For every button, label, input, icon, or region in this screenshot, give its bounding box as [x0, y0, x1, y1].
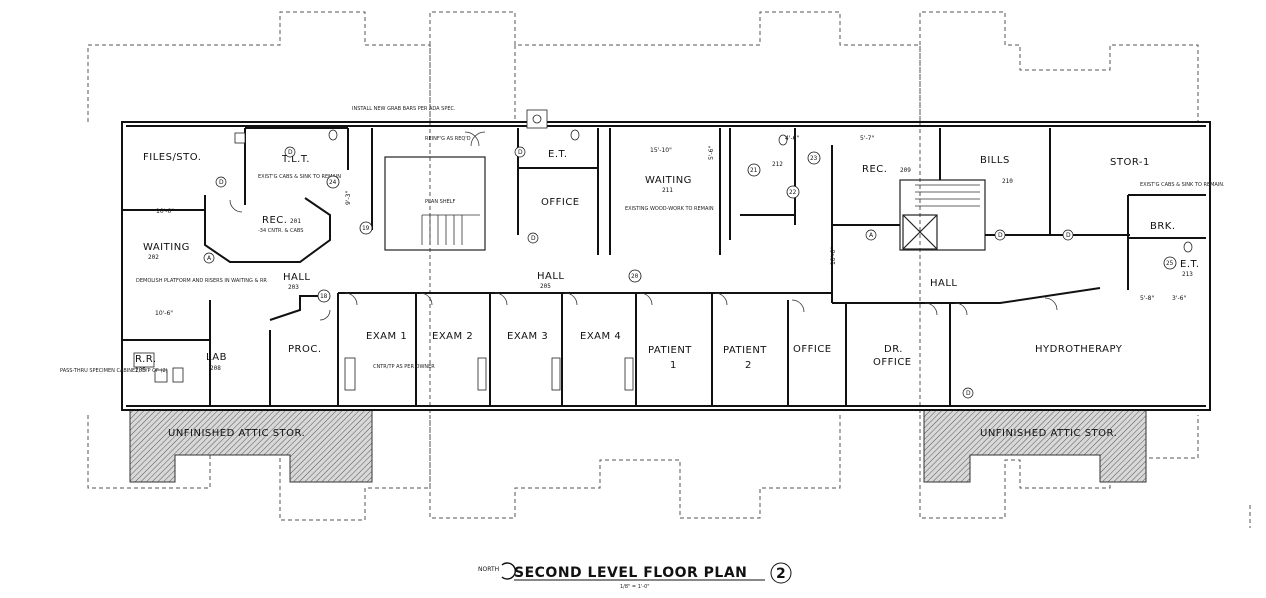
- door-tag: A: [869, 232, 874, 239]
- room-exam-4: EXAM 4: [580, 331, 621, 342]
- room-et-2: E.T.: [1180, 259, 1200, 270]
- marker-label: 20: [631, 273, 639, 280]
- room-waiting-211: WAITING: [645, 175, 692, 186]
- dimension-label: 4'-6": [785, 135, 799, 142]
- room-dr: DR.: [884, 344, 903, 355]
- marker-label: 23: [810, 155, 818, 162]
- dimension-label: 9'-3": [345, 191, 352, 205]
- dimension-label: 10'-0": [156, 208, 174, 215]
- plan-title: SECOND LEVEL FLOOR PLAN: [514, 565, 747, 581]
- room-rec-209-number: 209: [900, 167, 911, 174]
- attic-storage: [129, 409, 1147, 483]
- note-woodwork: EXISTING WOOD-WORK TO REMAIN: [625, 206, 714, 212]
- attic-label-right: UNFINISHED ATTIC STOR.: [980, 428, 1117, 439]
- door-tag: D: [1066, 232, 1071, 239]
- room-rec-209: REC.: [862, 164, 887, 175]
- room-waiting-202: WAITING: [143, 242, 190, 253]
- room-rr-number: 205: [135, 367, 146, 374]
- marker-label: 18: [320, 293, 328, 300]
- marker-label: 22: [789, 189, 797, 196]
- room-proc: PROC.: [288, 344, 322, 355]
- stair-left: [421, 214, 480, 245]
- note-exist-cabs-right: EXIST'G CABS & SINK TO REMAIN.: [1140, 182, 1225, 188]
- door-tag: D: [998, 232, 1003, 239]
- dimension-label: 3'-6": [1172, 295, 1186, 302]
- marker-label: 21: [750, 167, 758, 174]
- dimension-label: 10'-6": [830, 247, 837, 265]
- room-files: FILES/STO.: [143, 152, 201, 163]
- note-pass-thru: PASS-THRU SPECIMEN CABINET, TYP OF (2): [60, 368, 168, 374]
- title-block: NORTH SECOND LEVEL FLOOR PLAN 1/8" = 1'-…: [478, 562, 792, 590]
- room-rec-201-number: 201: [290, 218, 301, 225]
- room-hydrotherapy: HYDROTHERAPY: [1035, 344, 1123, 355]
- note-plan-shelf: PLAN SHELF: [425, 199, 456, 205]
- room-patient-2-sub: 2: [745, 360, 752, 371]
- room-tlt: T.L.T.: [281, 154, 310, 165]
- roof-outline: [87, 11, 1251, 528]
- room-hall-2: HALL: [930, 278, 958, 289]
- dimension-label: 15'-10": [650, 147, 672, 154]
- room-bills-number: 210: [1002, 178, 1013, 185]
- attic-label-left: UNFINISHED ATTIC STOR.: [168, 428, 305, 439]
- sheet-number: 2: [776, 566, 786, 582]
- door-swings: [229, 131, 1058, 321]
- room-hall-203-number: 203: [288, 284, 299, 291]
- plan-scale: 1/8" = 1'-0": [620, 584, 650, 590]
- room-hall-205-number: 205: [540, 283, 551, 290]
- note-exist-cabs: EXIST'G CABS & SINK TO REMAIN: [258, 174, 341, 180]
- note-grab-bars: INSTALL NEW GRAB BARS PER ADA SPEC.: [352, 106, 456, 112]
- dimension-label: 5'-8": [1140, 295, 1154, 302]
- room-waiting-202-number: 202: [148, 254, 159, 261]
- room-brk: BRK.: [1150, 221, 1176, 232]
- room-212-number: 212: [772, 161, 783, 168]
- room-rr: R.R.: [135, 354, 157, 365]
- marker-label: 24: [329, 179, 337, 186]
- room-patient-1-sub: 1: [670, 360, 677, 371]
- room-bills: BILLS: [980, 155, 1010, 166]
- dimension-label: 5'-7": [860, 135, 874, 142]
- note-cntr-owner: CNTR/TP AS PER OWNER: [373, 364, 435, 370]
- door-tag: D: [518, 149, 523, 156]
- door-tag: A: [207, 255, 212, 262]
- room-dr-office: OFFICE: [873, 357, 912, 368]
- room-patient-1: PATIENT: [648, 345, 692, 356]
- dimension-label: 10'-6": [155, 310, 173, 317]
- dimension-label: 5'-6": [708, 146, 715, 160]
- room-stor-1: STOR-1: [1110, 157, 1150, 168]
- door-tag: D: [531, 235, 536, 242]
- marker-label: 25: [1166, 260, 1174, 267]
- door-tag: D: [219, 179, 224, 186]
- room-patient-2: PATIENT: [723, 345, 767, 356]
- room-office-2: OFFICE: [793, 344, 832, 355]
- markers: [317, 151, 1177, 303]
- room-lab-number: 208: [210, 365, 221, 372]
- room-exam-2: EXAM 2: [432, 331, 473, 342]
- door-tag: D: [966, 390, 971, 397]
- north-arrow-label: NORTH: [478, 566, 499, 573]
- room-et-2-number: 213: [1182, 271, 1193, 278]
- room-exam-3: EXAM 3: [507, 331, 548, 342]
- room-lab: LAB: [206, 352, 227, 363]
- marker-label: 19: [362, 225, 370, 232]
- room-et-1: E.T.: [548, 149, 568, 160]
- note-cntr-cabs: -34 CNTR. & CABS: [258, 228, 303, 234]
- room-rec-201: REC.: [262, 215, 287, 226]
- room-hall-203: HALL: [283, 272, 311, 283]
- note-reinf: REINF'G AS REQ'D: [425, 136, 471, 142]
- building-walls: [121, 121, 1211, 411]
- room-waiting-211-number: 211: [662, 187, 673, 194]
- note-demolish: DEMOLISH PLATFORM AND RISERS IN WAITING …: [136, 278, 267, 284]
- room-hall-205: HALL: [537, 271, 565, 282]
- room-office-1: OFFICE: [541, 197, 580, 208]
- fixtures: [133, 109, 1193, 391]
- door-tag: D: [288, 149, 293, 156]
- room-exam-1: EXAM 1: [366, 331, 407, 342]
